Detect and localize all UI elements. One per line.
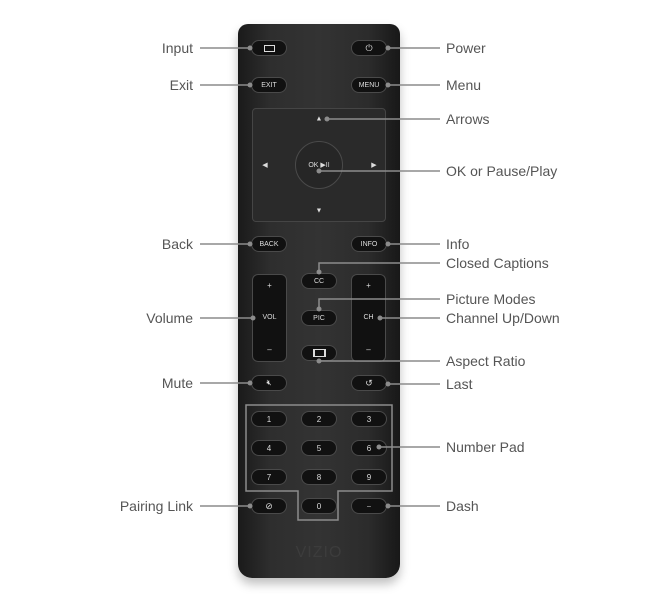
info-button[interactable]: INFO <box>351 236 387 252</box>
label-input: Input <box>161 40 193 56</box>
volume-down[interactable]: – <box>267 345 272 354</box>
label-aspect-ratio: Aspect Ratio <box>446 353 526 369</box>
aspect-ratio-button[interactable] <box>301 345 337 361</box>
last-icon: ↺ <box>365 377 373 388</box>
number-button-9[interactable]: 9 <box>351 469 387 485</box>
channel-label: CH <box>363 314 374 321</box>
last-button[interactable]: ↺ <box>351 375 387 391</box>
number-button-5[interactable]: 5 <box>301 440 337 456</box>
input-button[interactable] <box>251 40 287 56</box>
label-closed-captions: Closed Captions <box>446 255 549 271</box>
number-button-1[interactable]: 1 <box>251 411 287 427</box>
label-menu: Menu <box>446 77 482 93</box>
number-button-3[interactable]: 3 <box>351 411 387 427</box>
label-power: Power <box>446 40 486 56</box>
ok-button[interactable]: OK ▶II <box>295 141 343 189</box>
arrow-right-button[interactable]: ▶ <box>371 162 377 169</box>
label-mute: Mute <box>161 375 193 391</box>
number-button-8[interactable]: 8 <box>301 469 337 485</box>
number-button-7[interactable]: 7 <box>251 469 287 485</box>
label-back: Back <box>161 236 193 252</box>
mute-button[interactable]: 🔇︎ <box>251 375 287 391</box>
number-button-0[interactable]: 0 <box>301 498 337 514</box>
volume-label: VOL <box>262 314 277 321</box>
number-button-4[interactable]: 4 <box>251 440 287 456</box>
label-volume: Volume <box>146 310 193 326</box>
label-ok: OK or Pause/Play <box>446 163 558 179</box>
aspect-ratio-icon <box>312 349 326 357</box>
mute-icon: 🔇︎ <box>266 378 272 387</box>
pic-button[interactable]: PIC <box>301 310 337 326</box>
label-dash: Dash <box>446 498 479 514</box>
arrow-down-button[interactable]: ▼ <box>315 207 323 215</box>
channel-up[interactable]: + <box>366 281 371 290</box>
label-pairing-link: Pairing Link <box>119 498 193 514</box>
arrow-up-button[interactable]: ▲ <box>315 115 323 123</box>
power-button[interactable]: ⏻ <box>351 40 387 56</box>
label-number-pad: Number Pad <box>446 439 525 455</box>
label-info: Info <box>446 236 470 252</box>
vizio-logo: VIZIO <box>295 544 343 561</box>
back-button[interactable]: BACK <box>251 236 287 252</box>
label-picture-modes: Picture Modes <box>446 291 536 307</box>
label-arrows: Arrows <box>446 111 490 127</box>
menu-button[interactable]: MENU <box>351 77 387 93</box>
power-icon: ⏻ <box>365 42 373 53</box>
label-channel: Channel Up/Down <box>446 310 560 326</box>
channel-rocker[interactable]: + CH – <box>351 274 386 362</box>
volume-up[interactable]: + <box>267 281 272 290</box>
arrow-left-button[interactable]: ◀ <box>262 162 268 169</box>
volume-rocker[interactable]: + VOL – <box>252 274 287 362</box>
number-button-6[interactable]: 6 <box>351 440 387 456</box>
dash-button[interactable]: – <box>351 498 387 514</box>
channel-down[interactable]: – <box>366 345 371 354</box>
label-last: Last <box>446 376 473 392</box>
input-icon <box>263 44 275 52</box>
number-button-2[interactable]: 2 <box>301 411 337 427</box>
label-exit: Exit <box>169 77 193 93</box>
cc-button[interactable]: CC <box>301 273 337 289</box>
pairing-link-button[interactable]: ⊘ <box>251 498 287 514</box>
exit-button[interactable]: EXIT <box>251 77 287 93</box>
pairing-link-icon: ⊘ <box>265 500 273 511</box>
